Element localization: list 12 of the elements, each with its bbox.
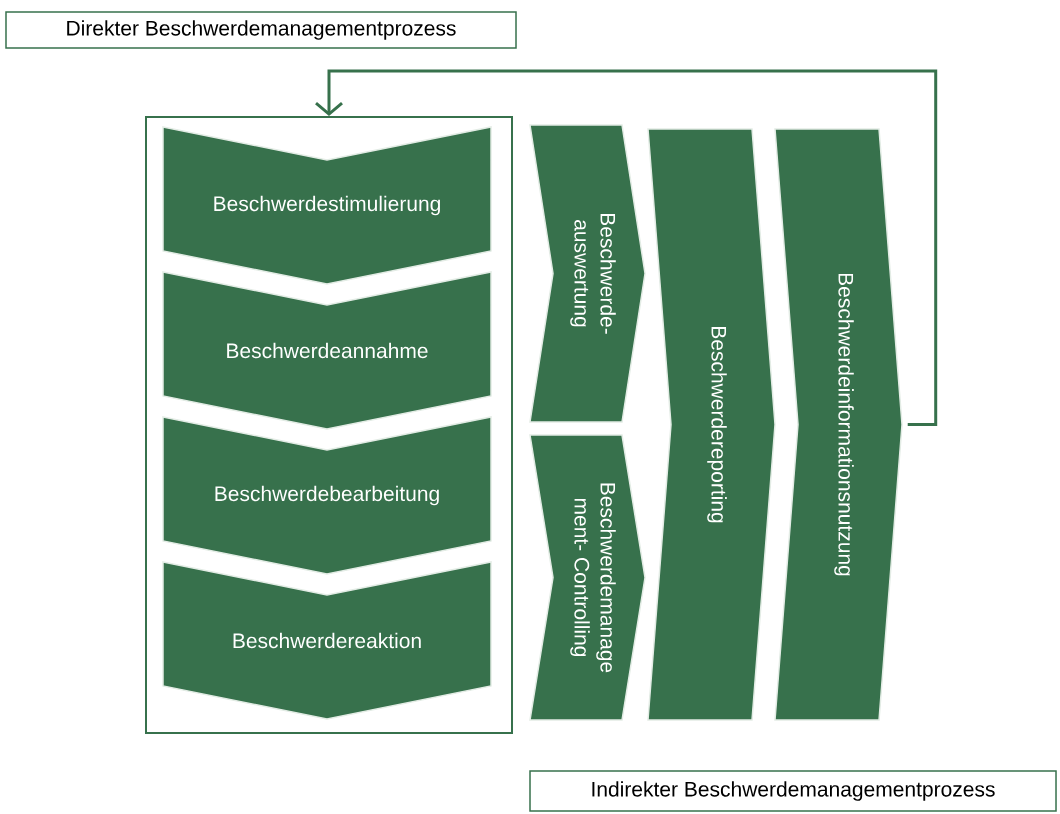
chevron-step: Beschwerdestimulierung <box>162 126 492 285</box>
title-box: Indirekter Beschwerdemanagementprozess <box>529 770 1057 812</box>
chevron-step: Beschwerdereaktion <box>162 561 492 720</box>
feedback-arrow <box>315 69 938 426</box>
chevron-step: Beschwerdebearbeitung <box>162 416 492 575</box>
group-frame <box>145 116 513 734</box>
chevron-step: Beschwerdeannahme <box>162 271 492 430</box>
arrow-step: Beschwerdemanage ment- Controlling <box>529 434 646 721</box>
arrow-step: Beschwerdereporting <box>647 128 776 721</box>
title-box: Direkter Beschwerdemanagementprozess <box>5 11 517 49</box>
arrow-step: Beschwerde- auswertung <box>529 124 646 423</box>
arrow-step: Beschwerdeinformationsnutzung <box>774 128 903 721</box>
